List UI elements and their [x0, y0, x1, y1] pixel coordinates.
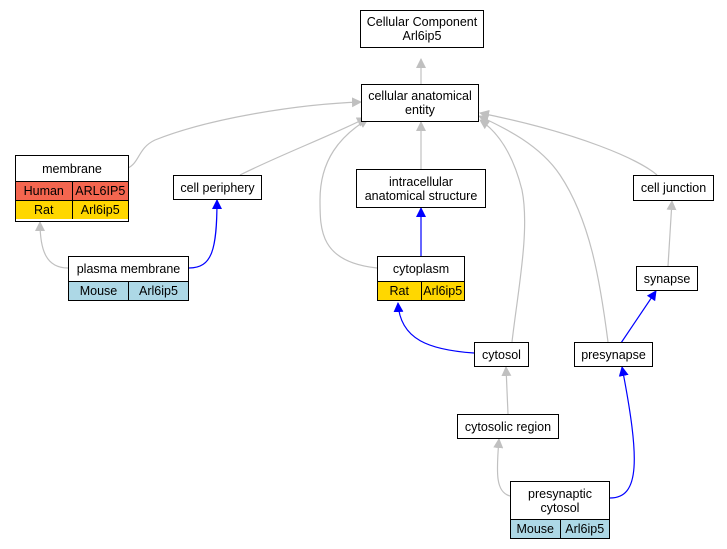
- node-cytosol[interactable]: cytosol: [474, 342, 529, 367]
- annotation-row-rat: Rat Arl6ip5: [16, 200, 128, 219]
- node-label-line2: cytosol: [540, 500, 580, 515]
- node-synapse[interactable]: synapse: [636, 266, 698, 291]
- node-label: cell periphery: [180, 180, 255, 195]
- edge-plasma-membrane-to-cell-periphery: [188, 199, 222, 269]
- gene-cell: ARL6IP5: [71, 182, 129, 200]
- node-label: cytosol: [482, 347, 521, 362]
- node-plasma-membrane[interactable]: plasma membrane Mouse Arl6ip5: [68, 256, 189, 301]
- edge-cytosolic-region-to-cytosol: [501, 366, 512, 415]
- node-cell-periphery[interactable]: cell periphery: [173, 175, 262, 200]
- node-label: synapse: [643, 271, 691, 286]
- edge-cytosol-to-cae: [479, 119, 526, 343]
- species-cell: Rat: [389, 284, 409, 298]
- edge-cytosol-to-cytoplasm: [393, 302, 475, 354]
- node-cytosolic-region[interactable]: cytosolic region: [457, 414, 559, 439]
- gene-cell: Arl6ip5: [559, 520, 610, 538]
- annotation-row-mouse: Mouse Arl6ip5: [69, 281, 188, 300]
- gene-cell: Arl6ip5: [128, 282, 188, 300]
- edge-cell-junction-to-cae: [479, 109, 658, 176]
- node-label-line2: entity: [405, 103, 435, 117]
- edge-membrane-to-cae: [127, 97, 362, 169]
- node-membrane[interactable]: membrane Human ARL6IP5 Rat Arl6ip5: [15, 155, 129, 222]
- edge-presynapse-to-cae: [478, 115, 609, 343]
- node-label-line1: presynaptic: [528, 486, 592, 501]
- annotation-row-mouse: Mouse Arl6ip5: [511, 519, 609, 538]
- node-label-line2: anatomical structure: [364, 188, 478, 203]
- edge-presynaptic-cytosol-to-presynapse: [609, 366, 635, 499]
- species-cell: Mouse: [516, 522, 555, 536]
- node-label-line1: intracellular: [389, 174, 453, 189]
- node-label-line1: Cellular Component: [366, 15, 478, 29]
- node-label: presynapse: [581, 347, 646, 362]
- gene-cell: Arl6ip5: [71, 201, 129, 219]
- node-presynapse[interactable]: presynapse: [574, 342, 653, 367]
- edge-plasma-membrane-to-membrane: [35, 221, 69, 269]
- node-label: membrane: [42, 161, 102, 176]
- node-label: cytosolic region: [464, 419, 552, 434]
- node-label-line2: Arl6ip5: [402, 29, 442, 43]
- node-label: cytoplasm: [392, 262, 450, 276]
- edge-presynapse-to-synapse: [620, 290, 657, 344]
- annotation-row-human: Human ARL6IP5: [16, 181, 128, 200]
- node-label: plasma membrane: [76, 262, 181, 276]
- edge-cell-periphery-to-cae: [239, 117, 367, 176]
- species-cell: Human: [23, 184, 64, 198]
- node-label-line1: cellular anatomical: [368, 89, 472, 103]
- edge-presynaptic-cytosol-to-cytosolic-region: [493, 438, 511, 497]
- node-cytoplasm[interactable]: cytoplasm Rat Arl6ip5: [377, 256, 465, 301]
- edge-synapse-to-cell-junction: [666, 200, 677, 267]
- node-cellular-component-root[interactable]: Cellular Component Arl6ip5: [360, 10, 484, 48]
- node-cellular-anatomical-entity[interactable]: cellular anatomical entity: [361, 84, 479, 122]
- gene-cell: Arl6ip5: [420, 282, 465, 300]
- annotation-row-rat: Rat Arl6ip5: [378, 281, 464, 300]
- species-cell: Rat: [34, 203, 54, 217]
- node-label: cell junction: [640, 181, 707, 195]
- node-presynaptic-cytosol[interactable]: presynaptic cytosol Mouse Arl6ip5: [510, 481, 610, 539]
- species-cell: Mouse: [79, 284, 118, 298]
- node-intracellular-anatomical-structure[interactable]: intracellular anatomical structure: [356, 169, 486, 208]
- node-cell-junction[interactable]: cell junction: [633, 175, 714, 201]
- edge-cytoplasm-to-cae: [319, 118, 378, 269]
